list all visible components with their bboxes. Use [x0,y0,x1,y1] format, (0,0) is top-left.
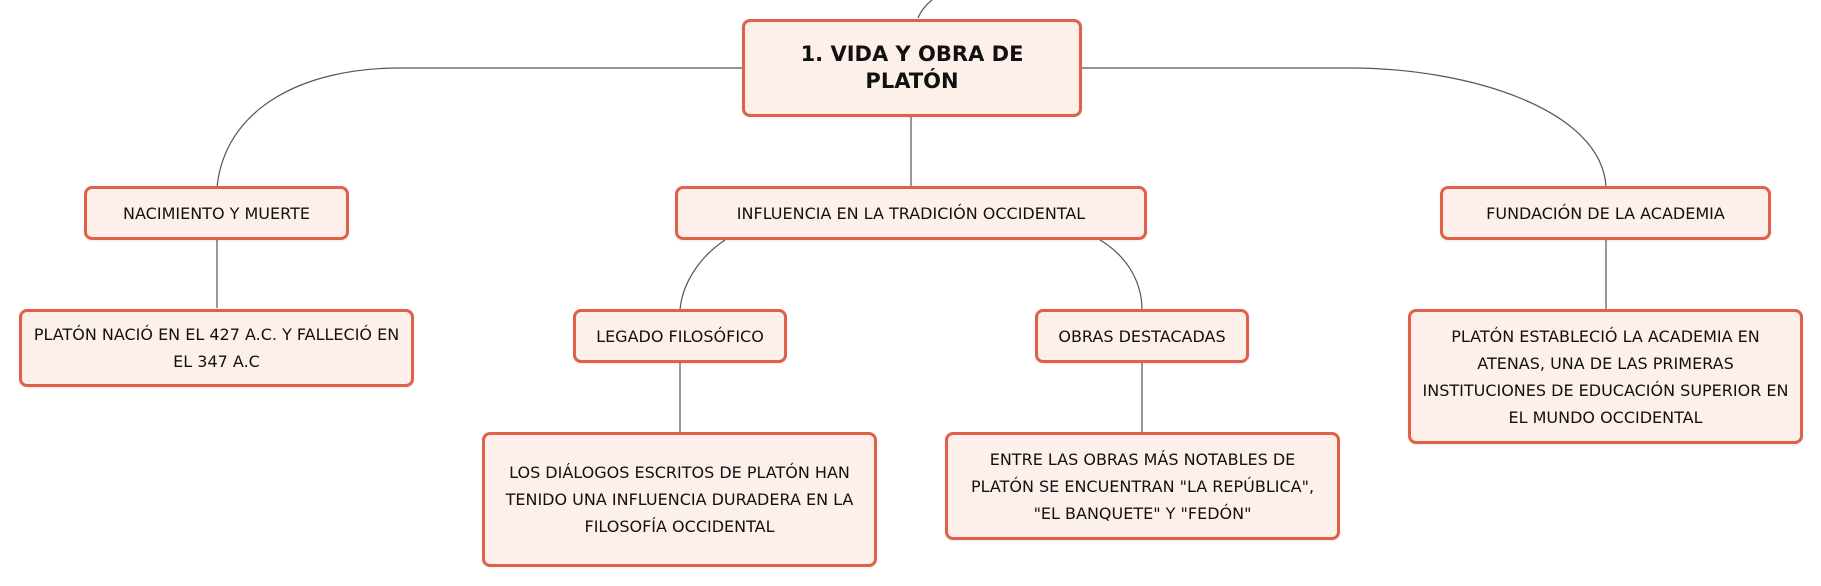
root-topic[interactable]: 1. VIDA Y OBRA DE PLATÓN [742,19,1082,117]
detail-legacy[interactable]: LOS DIÁLOGOS ESCRITOS DE PLATÓN HAN TENI… [482,432,877,567]
connector-root-birth-death [216,67,742,188]
subtopic-legacy[interactable]: LEGADO FILOSÓFICO [573,309,787,363]
subtopic-works[interactable]: OBRAS DESTACADAS [1035,309,1249,363]
connector-root-academy [1082,67,1607,188]
detail-birth-death[interactable]: PLATÓN NACIÓ EN EL 427 A.C. Y FALLECIÓ E… [19,309,414,387]
topic-academy[interactable]: FUNDACIÓN DE LA ACADEMIA [1440,186,1771,240]
connector-parent-edge [917,0,933,19]
topic-influence[interactable]: INFLUENCIA EN LA TRADICIÓN OCCIDENTAL [675,186,1147,240]
connector-influence-legacy [679,239,726,311]
topic-birth-death[interactable]: NACIMIENTO Y MUERTE [84,186,349,240]
detail-works[interactable]: ENTRE LAS OBRAS MÁS NOTABLES DE PLATÓN S… [945,432,1340,540]
connector-influence-works [1099,239,1143,311]
detail-academy[interactable]: PLATÓN ESTABLECIÓ LA ACADEMIA EN ATENAS,… [1408,309,1803,444]
